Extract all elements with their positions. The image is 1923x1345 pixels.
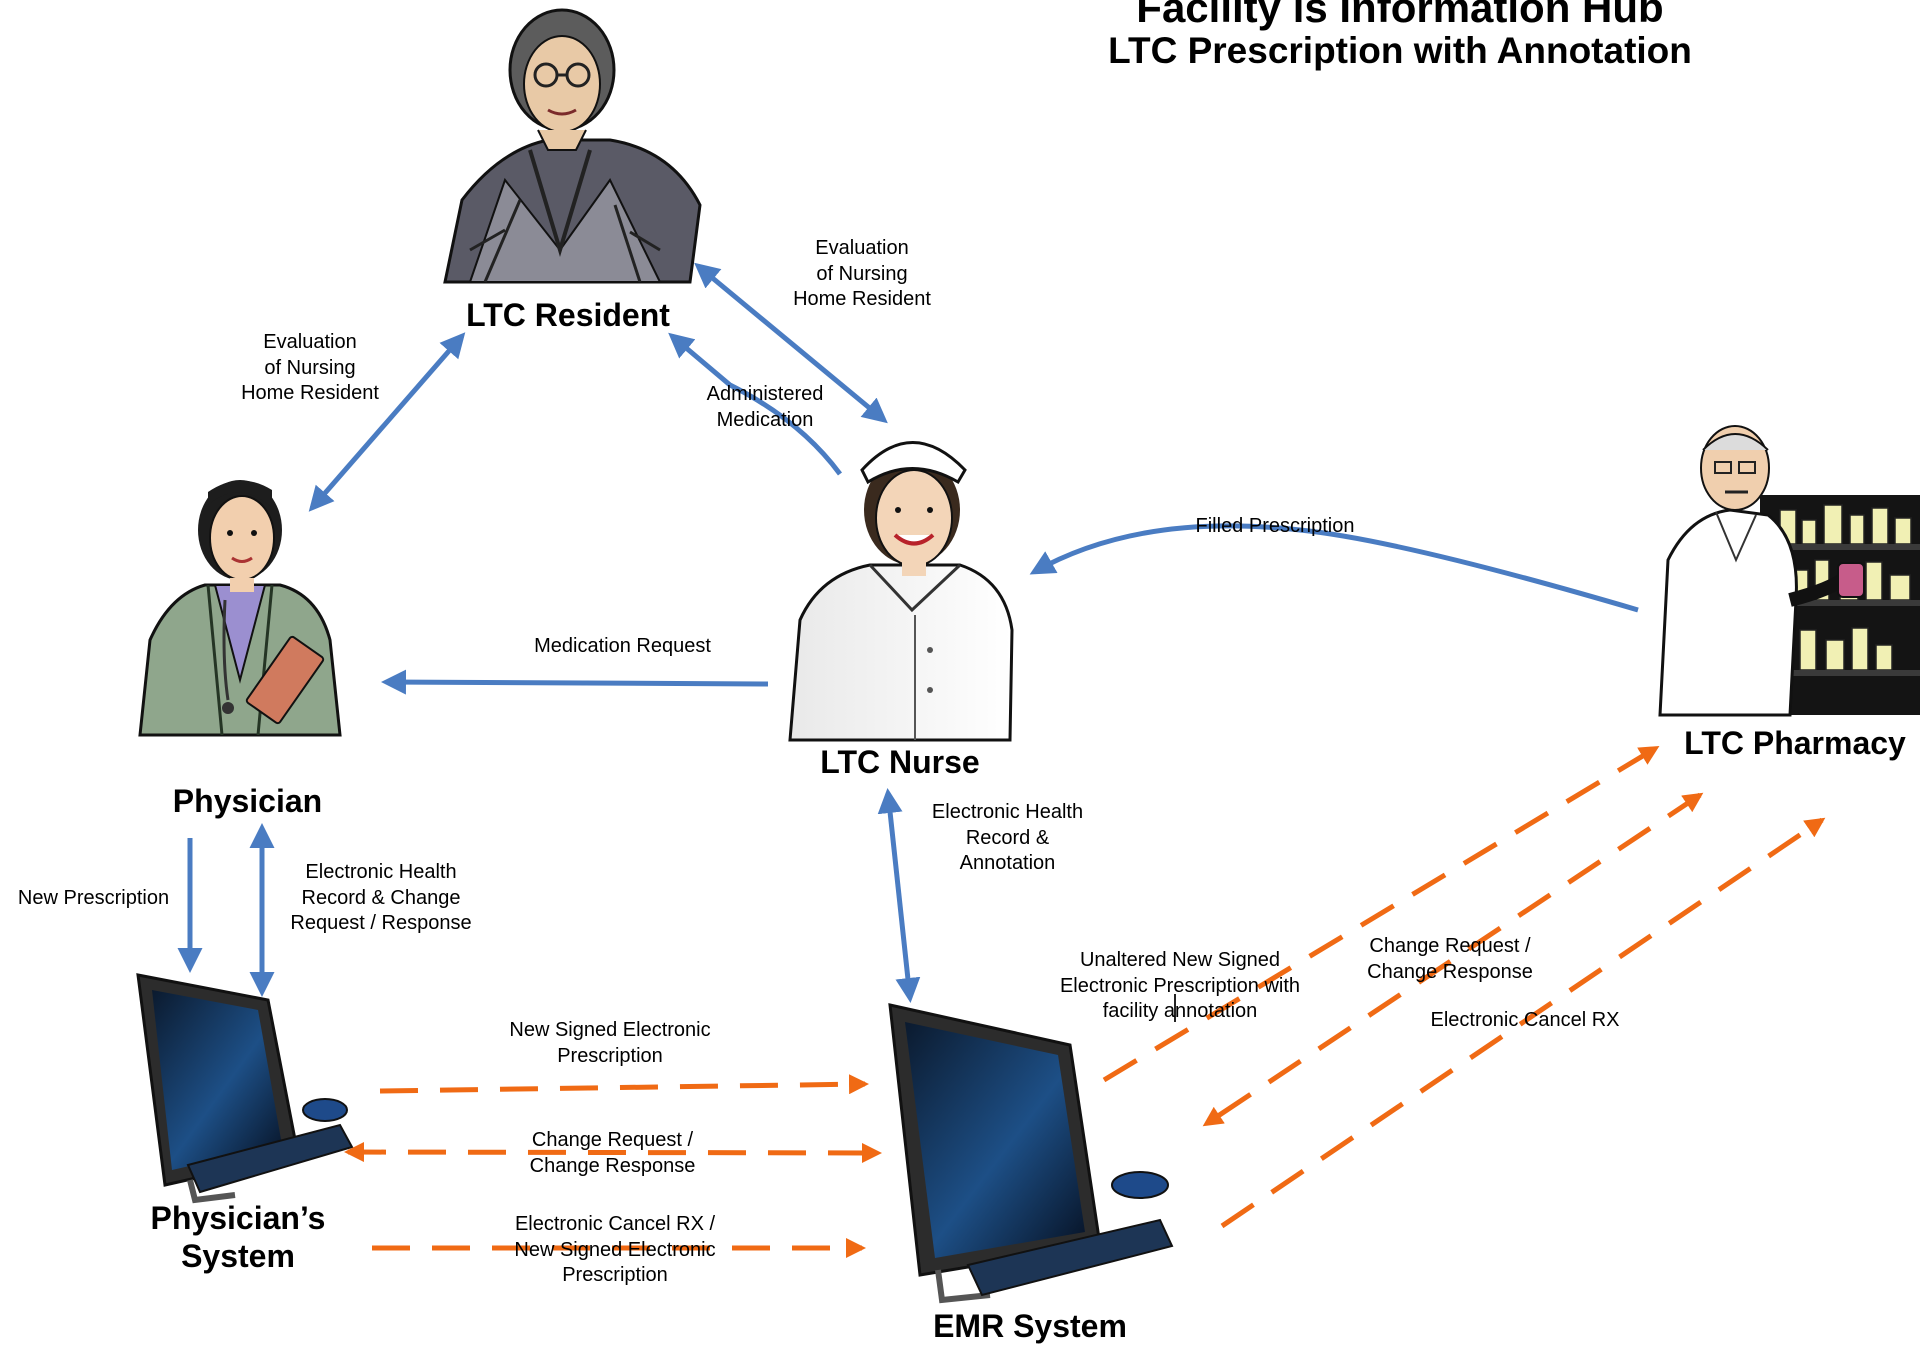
edge-label-pharmacy-change: Change Request / Change Response xyxy=(1367,935,1533,983)
arrow-administered xyxy=(668,332,843,476)
edge-label-physician-resident: Evaluation of Nursing Home Resident xyxy=(241,331,379,404)
node-label-resident: LTC Resident xyxy=(466,297,670,333)
doctor-icon xyxy=(138,480,342,737)
nurse-icon xyxy=(788,441,1014,742)
arrow-pharmacy-cancel xyxy=(1220,817,1826,1229)
edge-label-pharmacy-cancel: Electronic Cancel RX xyxy=(1430,1009,1620,1031)
pharmacist-icon xyxy=(1658,425,1920,717)
edge-label-filled: Filled Prescription xyxy=(1195,515,1355,537)
node-label-physician-system: Physician’s System xyxy=(150,1200,326,1274)
arrow-physician-resident xyxy=(308,332,466,512)
node-label-physician: Physician xyxy=(172,783,323,819)
arrow-sys-new-signed xyxy=(379,1074,869,1095)
edge-label-unaltered: Unaltered New Signed Electronic Prescrip… xyxy=(1059,949,1301,1022)
edge-label-administered: Administered Medication xyxy=(706,383,824,431)
edge-label-nurse-ehr: Electronic Health Record & Annotation xyxy=(931,801,1084,874)
computer-icon xyxy=(888,1003,1174,1304)
edge-label-sys-new-signed: New Signed Electronic Prescription xyxy=(509,1019,711,1067)
arrow-sys-change xyxy=(344,1142,882,1163)
edge-label-nurse-resident: Evaluation of Nursing Home Resident xyxy=(793,237,931,310)
edge-label-medication-request: Medication Request xyxy=(534,635,711,657)
edge-label-new-prescription: New Prescription xyxy=(17,887,170,909)
edge-label-sys-cancel: Electronic Cancel RX / New Signed Electr… xyxy=(514,1213,716,1286)
edge-label-sys-change: Change Request / Change Response xyxy=(529,1129,696,1177)
edge-label-physician-ehr: Electronic Health Record & Change Reques… xyxy=(290,861,472,934)
node-label-pharmacy: LTC Pharmacy xyxy=(1684,725,1906,761)
arrow-medication-request xyxy=(381,669,769,695)
arrow-nurse-resident xyxy=(694,262,888,424)
arrow-pharmacy-change xyxy=(1202,792,1704,1127)
diagram-title: Facility is Information Hub xyxy=(1136,0,1664,31)
arrow-nurse-ehr xyxy=(877,788,921,1003)
arrow-filled-prescription xyxy=(1029,523,1639,613)
elderly-woman-icon xyxy=(443,8,702,284)
computer-icon xyxy=(136,973,354,1204)
node-label-nurse: LTC Nurse xyxy=(820,744,980,780)
diagram-subtitle: LTC Prescription with Annotation xyxy=(1108,30,1692,71)
node-label-emr: EMR System xyxy=(933,1308,1127,1344)
